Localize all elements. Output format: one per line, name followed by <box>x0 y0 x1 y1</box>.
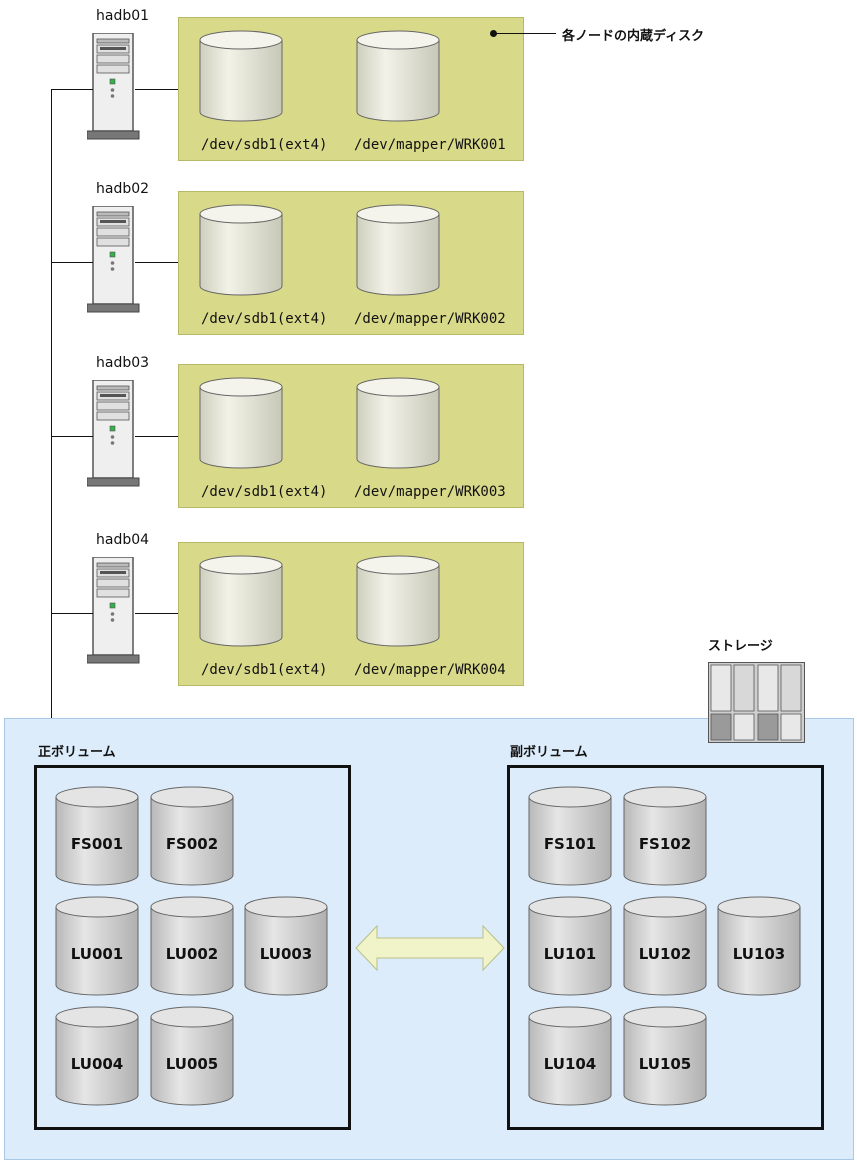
copy-pair-double-arrow-icon <box>355 924 505 972</box>
disk-cylinder-icon <box>356 30 440 122</box>
volume-label: FS102 <box>639 835 691 853</box>
volume-cylinder: LU001 <box>55 896 139 996</box>
disk-device-label: /dev/sdb1(ext4) <box>201 311 328 327</box>
node-host-label: hadb04 <box>96 532 150 548</box>
disk-cylinder-icon <box>356 377 440 469</box>
node-connector-line <box>51 262 93 263</box>
node-host-label: hadb02 <box>96 181 150 197</box>
volume-label: FS001 <box>71 835 123 853</box>
node-connector-line <box>51 436 93 437</box>
volume-label: LU005 <box>166 1055 219 1073</box>
server-icon <box>87 33 141 143</box>
volume-label: LU001 <box>71 945 124 963</box>
secondary-volume-title: 副ボリューム <box>510 745 588 760</box>
volume-label: LU002 <box>166 945 219 963</box>
disk-device-label: /dev/sdb1(ext4) <box>201 137 328 153</box>
node-disk-connector-line <box>135 613 178 614</box>
volume-cylinder: LU105 <box>623 1006 707 1106</box>
disk-cylinder-icon <box>356 204 440 296</box>
node-connector-line <box>51 89 93 90</box>
volume-cylinder: LU101 <box>528 896 612 996</box>
volume-cylinder: FS001 <box>55 786 139 886</box>
callout-dot <box>490 30 497 37</box>
node-disk-connector-line <box>135 89 178 90</box>
server-icon <box>87 380 141 490</box>
volume-cylinder: LU002 <box>150 896 234 996</box>
disk-cylinder-icon <box>356 555 440 647</box>
volume-label: FS101 <box>544 835 596 853</box>
volume-label: LU004 <box>71 1055 124 1073</box>
volume-label: LU102 <box>639 945 692 963</box>
storage-array-icon <box>708 662 805 743</box>
volume-cylinder: FS102 <box>623 786 707 886</box>
internal-disk-panel: /dev/sdb1(ext4) /dev/mapper/WRK001 <box>178 17 524 161</box>
disk-cylinder-icon <box>199 555 283 647</box>
volume-cylinder: LU004 <box>55 1006 139 1106</box>
node-disk-connector-line <box>135 436 178 437</box>
volume-label: LU003 <box>260 945 313 963</box>
node-host-label: hadb03 <box>96 355 150 371</box>
volume-cylinder: FS002 <box>150 786 234 886</box>
disk-cylinder-icon <box>199 30 283 122</box>
internal-disk-panel: /dev/sdb1(ext4) /dev/mapper/WRK004 <box>178 542 524 686</box>
volume-cylinder: LU003 <box>244 896 328 996</box>
internal-disk-panel: /dev/sdb1(ext4) /dev/mapper/WRK002 <box>178 191 524 335</box>
disk-device-label: /dev/mapper/WRK003 <box>354 484 506 500</box>
server-icon <box>87 206 141 316</box>
volume-cylinder: FS101 <box>528 786 612 886</box>
volume-label: LU103 <box>733 945 786 963</box>
disk-device-label: /dev/sdb1(ext4) <box>201 662 328 678</box>
internal-disk-panel: /dev/sdb1(ext4) /dev/mapper/WRK003 <box>178 364 524 508</box>
callout-line <box>494 33 556 34</box>
volume-label: LU101 <box>544 945 597 963</box>
node-host-label: hadb01 <box>96 8 150 24</box>
volume-cylinder: LU104 <box>528 1006 612 1106</box>
primary-volume-title: 正ボリューム <box>38 745 116 760</box>
server-icon <box>87 557 141 667</box>
secondary-volume-group <box>507 765 824 1130</box>
primary-volume-group <box>34 765 351 1130</box>
volume-cylinder: LU102 <box>623 896 707 996</box>
volume-label: LU104 <box>544 1055 597 1073</box>
disk-cylinder-icon <box>199 204 283 296</box>
disk-cylinder-icon <box>199 377 283 469</box>
disk-device-label: /dev/mapper/WRK004 <box>354 662 506 678</box>
node-connector-line <box>51 613 93 614</box>
volume-label: LU105 <box>639 1055 692 1073</box>
callout-label: 各ノードの内蔵ディスク <box>562 29 705 44</box>
volume-label: FS002 <box>166 835 218 853</box>
disk-device-label: /dev/mapper/WRK002 <box>354 311 506 327</box>
disk-device-label: /dev/sdb1(ext4) <box>201 484 328 500</box>
network-trunk-line <box>51 89 52 719</box>
storage-label: ストレージ <box>708 639 773 654</box>
volume-cylinder: LU103 <box>717 896 801 996</box>
volume-cylinder: LU005 <box>150 1006 234 1106</box>
disk-device-label: /dev/mapper/WRK001 <box>354 137 506 153</box>
node-disk-connector-line <box>135 262 178 263</box>
